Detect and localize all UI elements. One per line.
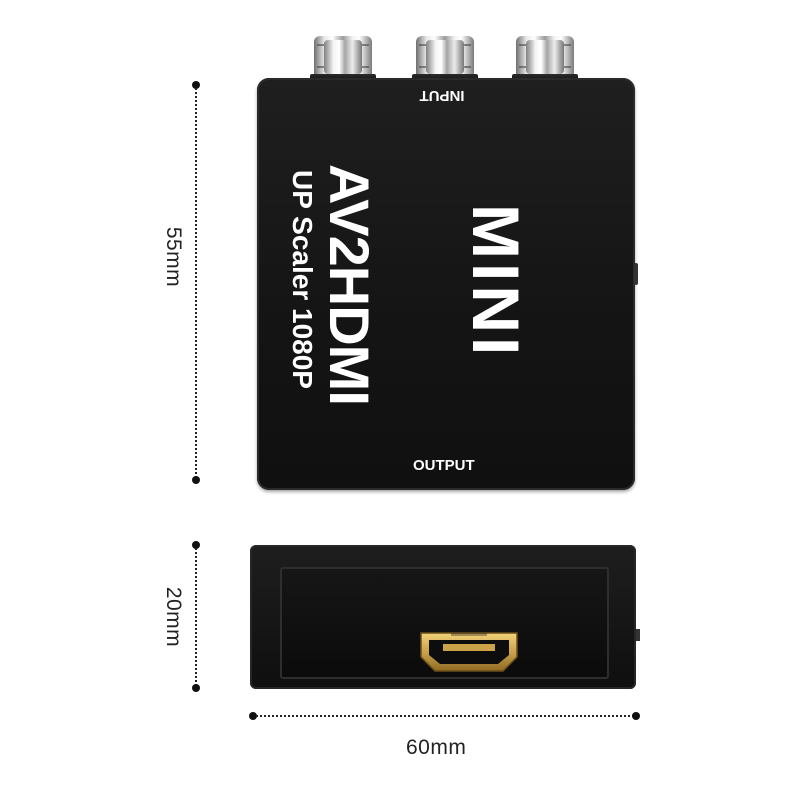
model-label: MINI bbox=[459, 204, 533, 360]
dimension-line-60mm bbox=[256, 715, 634, 717]
rca-connector-left bbox=[310, 36, 376, 82]
side-panel: HDMI bbox=[280, 567, 609, 705]
dimension-label-60mm: 60mm bbox=[406, 736, 467, 759]
converter-side-view: HDMI bbox=[250, 545, 640, 705]
dimension-marker-bottom bbox=[192, 684, 200, 692]
dimension-marker-bottom bbox=[192, 476, 200, 484]
hdmi-label: HDMI bbox=[445, 689, 481, 705]
hdmi-port-icon bbox=[420, 632, 518, 672]
rca-connector-right bbox=[512, 36, 578, 82]
dimension-line-20mm bbox=[195, 548, 197, 686]
dimension-marker-left bbox=[249, 712, 257, 720]
dimension-label-20mm: 20mm bbox=[162, 586, 185, 648]
output-label: OUTPUT bbox=[413, 457, 475, 474]
dimension-line-55mm bbox=[195, 88, 197, 478]
dimension-marker-top bbox=[192, 81, 200, 89]
dimension-marker-right bbox=[632, 712, 640, 720]
input-label: INPUT bbox=[419, 87, 465, 104]
converter-top-view: INPUT AV2HDMI UP Scaler 1080P MINI OUTPU… bbox=[257, 78, 638, 490]
rca-connector-middle bbox=[412, 36, 478, 82]
side-button bbox=[636, 629, 640, 641]
brand-subtitle: UP Scaler 1080P bbox=[287, 170, 318, 389]
dimension-marker-top bbox=[192, 541, 200, 549]
brand-title: AV2HDMI bbox=[318, 164, 381, 405]
dimension-label-55mm: 55mm bbox=[162, 226, 185, 288]
